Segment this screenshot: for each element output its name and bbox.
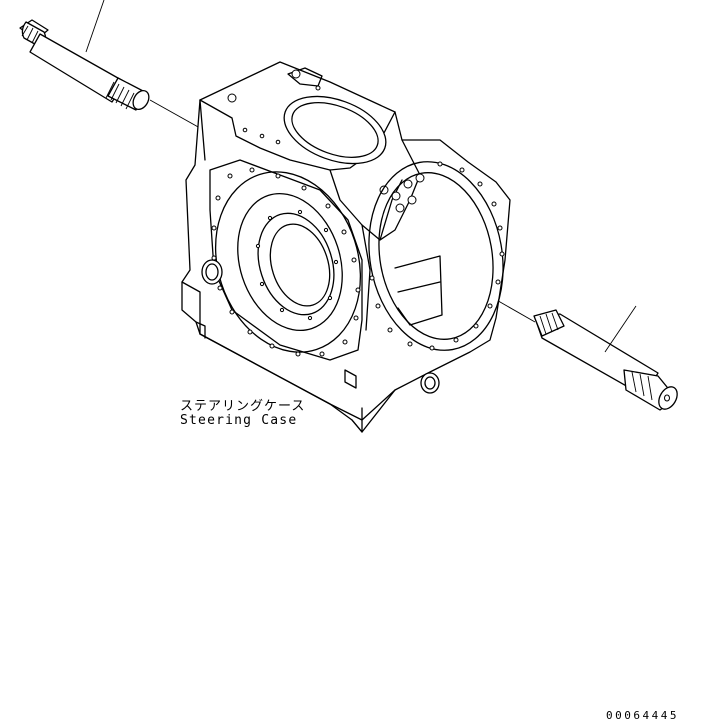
part-label-japanese: ステアリングケース [180,399,306,414]
figure-number: 00064445 [606,709,679,722]
rear-flange-bolt-holes [369,161,505,351]
steering-case [181,61,511,433]
left-shaft [19,0,150,111]
right-shaft [533,305,678,411]
part-label-english: Steering Case [180,413,298,428]
front-flange-bolt-holes [211,167,361,357]
